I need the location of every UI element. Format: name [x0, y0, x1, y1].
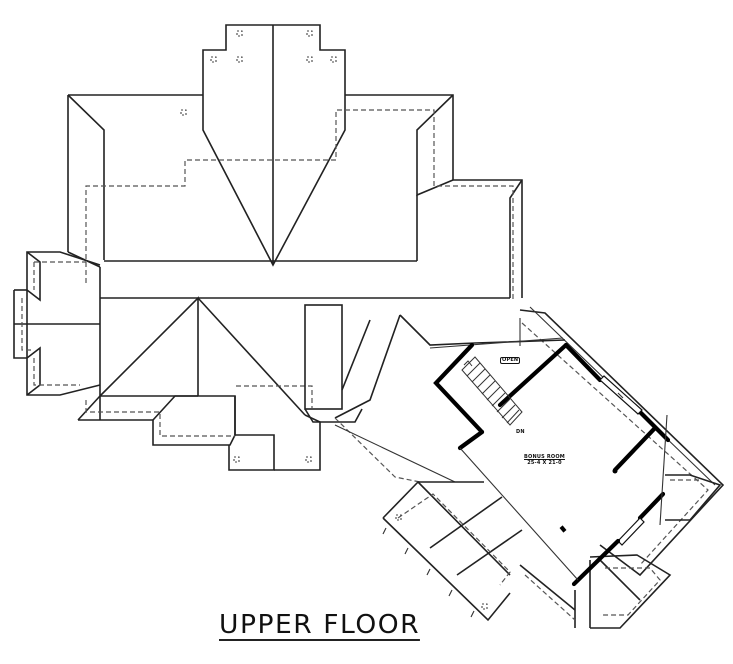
main-hip-roof: [67, 94, 523, 420]
room-dimensions: 25-4 X 21-0: [527, 460, 562, 466]
stair-down-label: DN: [516, 429, 525, 435]
top-gable-roof: [202, 24, 346, 267]
angled-wing-roof: [334, 306, 725, 629]
drawing-title: UPPER FLOOR: [219, 610, 421, 641]
staircase: [461, 356, 523, 426]
left-bay-roof: [13, 251, 101, 396]
roof-vents: [180, 30, 488, 610]
lower-left-hip-roof: [77, 296, 371, 471]
open-label: OPEN: [500, 357, 521, 364]
bonus-room-walls: [433, 318, 671, 587]
bonus-room-label: BONUS ROOM 25-4 X 21-0: [524, 455, 565, 466]
room-name: BONUS ROOM: [524, 454, 565, 460]
